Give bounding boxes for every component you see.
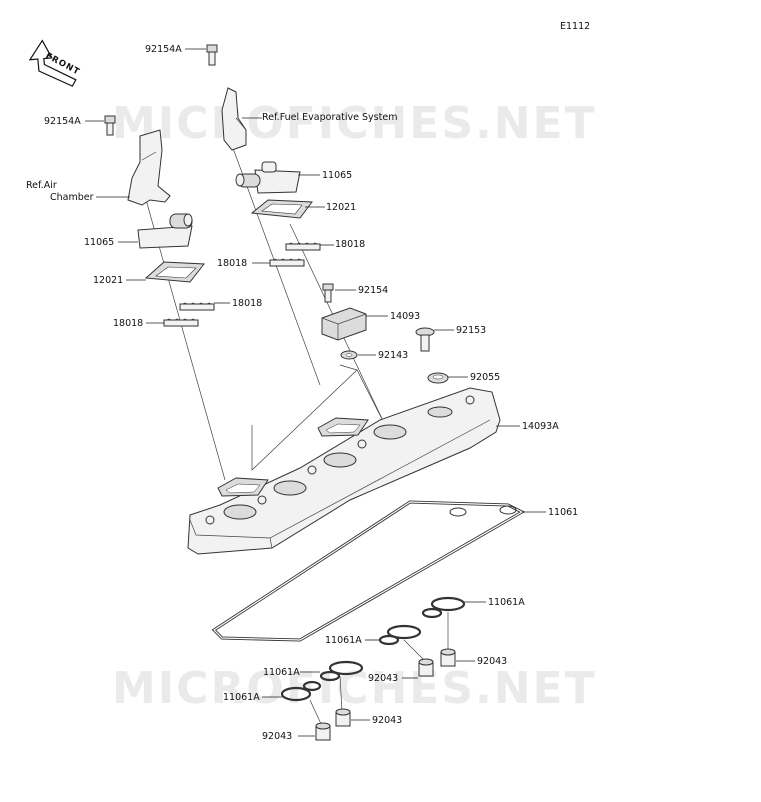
dowel-92043-b — [418, 658, 434, 677]
air-chamber-bracket — [127, 129, 171, 206]
label-14093a: 14093A — [522, 421, 559, 432]
label-92055: 92055 — [470, 372, 500, 383]
label-12021-left: 12021 — [93, 275, 123, 286]
dowel-92043-c — [335, 708, 351, 727]
clips-18018-left — [163, 302, 215, 327]
clips-18018-right — [269, 242, 321, 267]
watermark-bottom: MICROFICHES.NET — [112, 663, 597, 714]
label-92154: 92154 — [358, 285, 388, 296]
label-18018-right-b: 18018 — [217, 258, 247, 269]
label-92043-3: 92043 — [372, 715, 402, 726]
gasket-12021-right — [250, 199, 313, 219]
label-11061: 11061 — [548, 507, 578, 518]
grommet-92055 — [427, 372, 449, 384]
cylinder-head-cover-14093a — [187, 387, 501, 555]
gasket-12021-left — [144, 261, 205, 283]
label-92154a-top: 92154A — [145, 44, 182, 55]
washer-92143 — [340, 350, 358, 360]
front-arrow-icon: FRONT — [28, 39, 82, 87]
label-ref-air-2: Chamber — [50, 192, 94, 203]
guide-line — [251, 369, 386, 471]
bolt-92154a-left — [104, 115, 116, 136]
label-11061a-2: 11061A — [325, 635, 362, 646]
bolt-92154 — [322, 283, 334, 303]
guide-line — [339, 364, 358, 371]
label-18018-right-a: 18018 — [335, 239, 365, 250]
label-11061a-3: 11061A — [263, 667, 300, 678]
label-14093: 14093 — [390, 311, 420, 322]
oring-pair-lower-a — [319, 660, 364, 682]
label-11061a-1: 11061A — [488, 597, 525, 608]
label-ref-air-1: Ref.Air — [26, 180, 57, 191]
reed-valve-11065-right — [235, 161, 301, 194]
label-92154a-left: 92154A — [44, 116, 81, 127]
label-92143: 92143 — [378, 350, 408, 361]
label-18018-left-a: 18018 — [232, 298, 262, 309]
label-92043-2: 92043 — [368, 673, 398, 684]
bolt-92154a-top — [206, 44, 218, 66]
label-11065-right: 11065 — [322, 170, 352, 181]
label-92153: 92153 — [456, 325, 486, 336]
label-92043-1: 92043 — [477, 656, 507, 667]
bolt-92153 — [415, 327, 435, 352]
watermark-top: MICROFICHES.NET — [112, 98, 597, 149]
label-ref-fuel: Ref.Fuel Evaporative System — [262, 112, 397, 123]
label-12021-right: 12021 — [326, 202, 356, 213]
fuel-evap-bracket — [221, 87, 247, 151]
oring-pair-lower-b — [280, 680, 322, 702]
label-11065-left: 11065 — [84, 237, 114, 248]
bracket-14093 — [321, 307, 367, 341]
label-18018-left-b: 18018 — [113, 318, 143, 329]
label-11061a-4: 11061A — [223, 692, 260, 703]
dowel-92043-d — [315, 722, 331, 741]
oring-pair-mid — [378, 624, 422, 646]
reed-valve-11065-left — [137, 213, 193, 249]
diagram-id: E1112 — [560, 21, 590, 32]
label-92043-4: 92043 — [262, 731, 292, 742]
oring-pair-upper — [421, 596, 466, 619]
dowel-92043-a — [440, 648, 456, 667]
